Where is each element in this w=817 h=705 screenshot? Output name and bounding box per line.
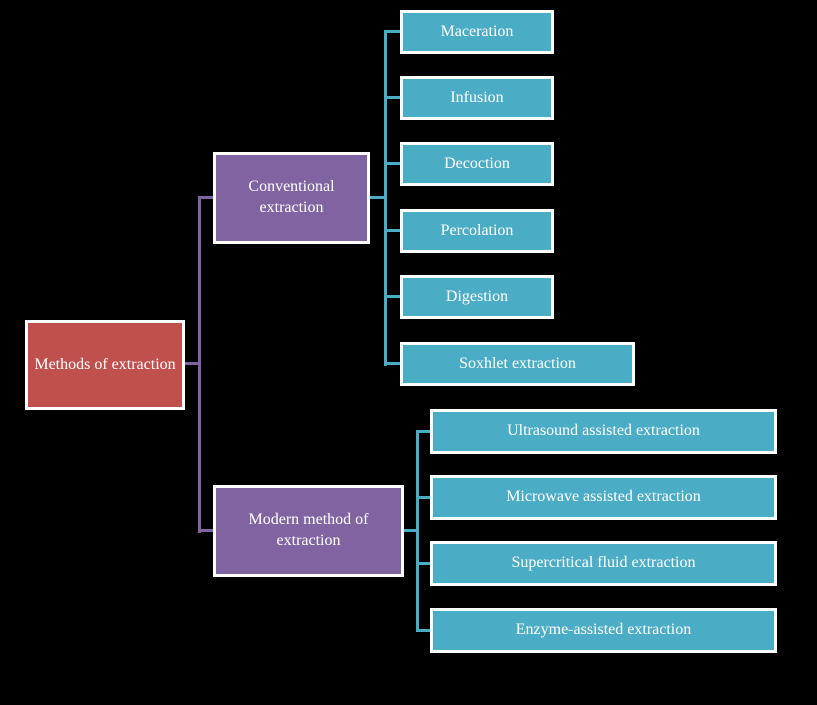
- leaf-node-label: Infusion: [450, 88, 504, 106]
- connector-modern-stub: [198, 529, 213, 532]
- leaf-node-label: Soxhlet extraction: [459, 354, 576, 372]
- connector-modern-vertical: [416, 430, 419, 632]
- leaf-node-ultrasound-assisted-extraction: Ultrasound assisted extraction: [430, 409, 777, 454]
- leaf-node-decoction: Decoction: [400, 142, 554, 186]
- connector-leaf-maceration-stub: [384, 30, 400, 33]
- connector-conventional-out-stub: [370, 196, 386, 199]
- leaf-node-label: Percolation: [440, 221, 514, 239]
- leaf-node-supercritical-fluid-extraction: Supercritical fluid extraction: [430, 541, 777, 586]
- connector-leaf-supercritical-stub: [416, 562, 430, 565]
- connector-leaf-infusion-stub: [384, 96, 400, 99]
- leaf-node-microwave-assisted-extraction: Microwave assisted extraction: [430, 475, 777, 520]
- connector-leaf-digestion-stub: [384, 295, 400, 298]
- branch-node-modern-method: Modern method of extraction: [213, 485, 404, 577]
- connector-conventional-stub: [198, 196, 213, 199]
- leaf-node-soxhlet-extraction: Soxhlet extraction: [400, 342, 635, 386]
- leaf-node-label: Digestion: [445, 287, 509, 305]
- connector-leaf-decoction-stub: [384, 162, 400, 165]
- leaf-node-label: Enzyme-assisted extraction: [515, 621, 692, 639]
- leaf-node-maceration: Maceration: [400, 10, 554, 54]
- connector-leaf-soxhlet-stub: [384, 362, 400, 365]
- leaf-node-percolation: Percolation: [400, 209, 554, 253]
- connector-leaf-microwave-stub: [416, 496, 430, 499]
- leaf-node-label: Microwave assisted extraction: [506, 488, 701, 506]
- branch-node-conventional-extraction: Conventional extraction: [213, 152, 370, 244]
- leaf-node-label: Supercritical fluid extraction: [511, 554, 696, 572]
- leaf-node-digestion: Digestion: [400, 275, 554, 319]
- leaf-node-label: Ultrasound assisted extraction: [507, 422, 700, 440]
- branch-node-label: Modern method of extraction: [248, 511, 369, 549]
- leaf-node-infusion: Infusion: [400, 76, 554, 120]
- root-node-methods-of-extraction: Methods of extraction: [25, 320, 185, 410]
- connector-branches-vertical: [198, 196, 201, 533]
- connector-leaf-enzyme-stub: [416, 629, 430, 632]
- connector-leaf-ultrasound-stub: [416, 430, 430, 433]
- leaf-node-enzyme-assisted-extraction: Enzyme-assisted extraction: [430, 608, 777, 653]
- connector-conventional-vertical: [384, 30, 387, 366]
- branch-node-label: Conventional extraction: [248, 178, 335, 216]
- root-node-label: Methods of extraction: [34, 355, 176, 373]
- leaf-node-label: Maceration: [440, 22, 514, 40]
- connector-leaf-percolation-stub: [384, 229, 400, 232]
- connector-modern-out-stub: [404, 529, 418, 532]
- leaf-node-label: Decoction: [444, 154, 510, 172]
- connector-root-stub: [185, 362, 200, 365]
